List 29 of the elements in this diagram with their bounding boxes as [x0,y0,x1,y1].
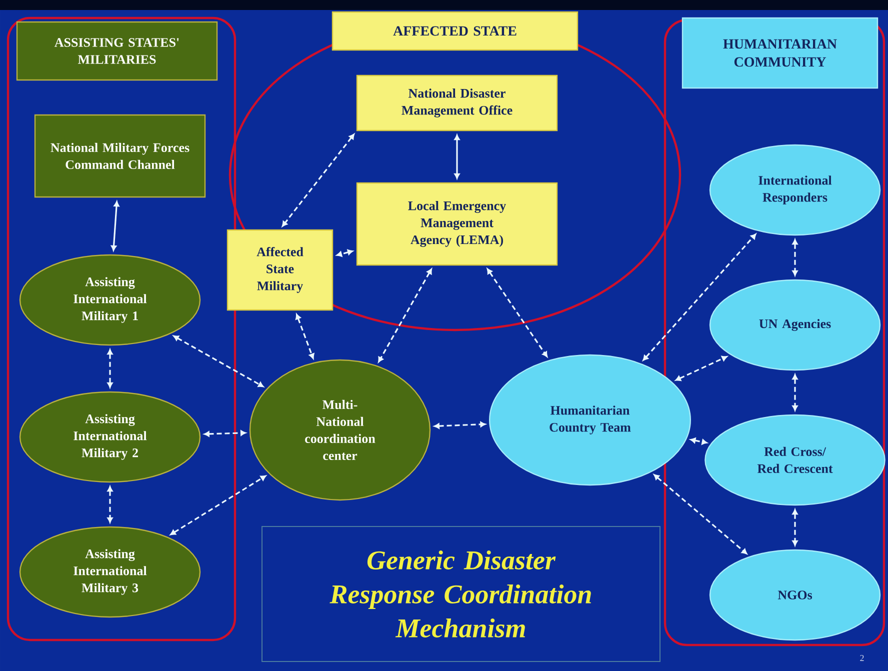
arrow [378,268,432,362]
group-header: AFFECTED STATE [332,11,578,51]
arrow [173,335,264,388]
arrow [282,134,355,227]
arrow [690,438,708,445]
group-header: HUMANITARIAN COMMUNITY [682,17,878,89]
arrow [486,268,548,358]
arrow [107,486,113,523]
arrow [107,349,113,388]
arrow [654,474,748,554]
arrow [792,239,798,276]
agency-box: Affected State Military [226,229,334,311]
arrow [336,250,354,257]
arrow [792,374,798,411]
arrow [454,134,460,179]
arrow [434,422,486,429]
arrow [792,509,798,546]
command-box: National Military Forces Command Channel [34,114,206,198]
title-box: Generic Disaster Response Coordination Mechanism [262,526,660,662]
arrow [675,356,728,381]
agency-box: Local Emergency Management Agency (LEMA) [356,182,558,266]
arrow [110,201,120,251]
agency-box: National Disaster Management Office [356,74,558,132]
slide-number: 2 [860,655,864,661]
arrow [204,430,246,437]
arrow [642,234,756,361]
group-header: ASSISTING STATES' MILITARIES [16,21,218,81]
arrow [296,314,314,359]
arrow [170,475,266,536]
